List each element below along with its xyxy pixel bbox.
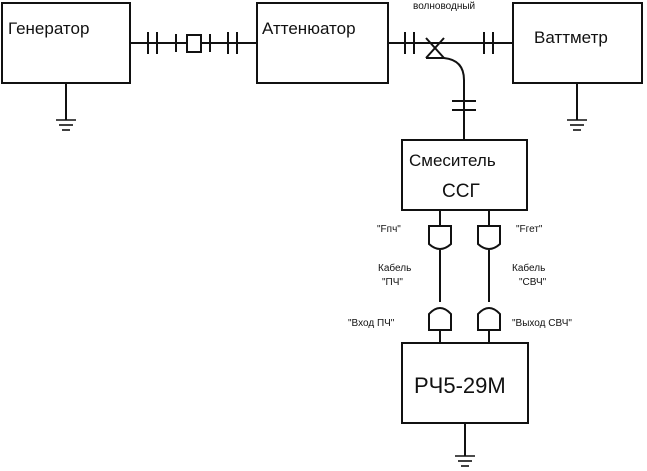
cable-svch (477, 210, 501, 343)
vhod-pch-label: "Вход ПЧ" (348, 318, 395, 329)
mixer-block: Смеситель ССГ (401, 139, 528, 211)
cable-svch-label-2: "СВЧ" (519, 277, 547, 288)
attenuator-wattmeter-link (388, 32, 513, 54)
generator-block: Генератор (1, 2, 131, 84)
vyhod-svch-label: "Выход СВЧ" (512, 318, 572, 329)
rch-block: РЧ5-29М (401, 342, 529, 424)
fixed-attenuator-pad (186, 34, 202, 53)
directional-coupler (425, 37, 465, 140)
cable-svch-label-1: Кабель (512, 262, 545, 274)
coupler-mixer-connector (452, 100, 476, 111)
generator-attenuator-link (130, 32, 257, 54)
cable-pch-label-2: "ПЧ" (382, 277, 403, 288)
attenuator-block: Аттенюатор (256, 2, 389, 84)
f-get-label: "Fгет" (516, 224, 543, 235)
wattmeter-ground-icon (567, 83, 587, 131)
svg-text:ССГ: ССГ (442, 181, 480, 202)
rch-ground-icon (455, 423, 475, 467)
waveguide-label: волноводный (413, 1, 475, 12)
generator-ground-icon (56, 83, 76, 131)
svg-text:Аттенюатор: Аттенюатор (262, 19, 356, 38)
wattmeter-block: Ваттметр (512, 2, 643, 84)
svg-text:РЧ5-29М: РЧ5-29М (414, 373, 506, 398)
svg-text:Смеситель: Смеситель (409, 151, 496, 170)
f-pch-label: "Fпч" (377, 224, 401, 235)
svg-text:Генератор: Генератор (8, 19, 89, 38)
cable-pch-label-1: Кабель (378, 262, 411, 274)
cable-pch (428, 210, 452, 343)
svg-text:Ваттметр: Ваттметр (534, 28, 608, 47)
